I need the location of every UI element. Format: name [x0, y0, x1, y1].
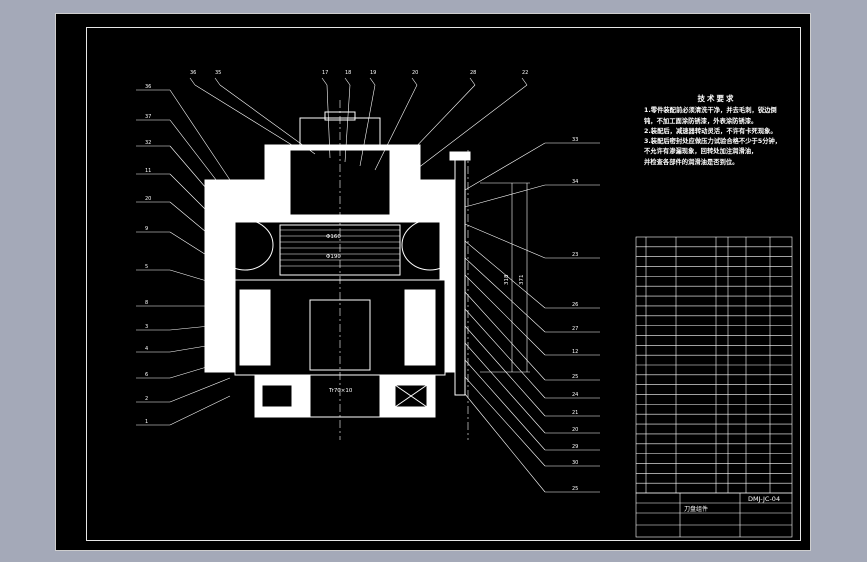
callout-right-24: 24 — [572, 392, 578, 398]
dimension-d1: Φ160 — [326, 234, 341, 240]
callout-right-23: 23 — [572, 252, 578, 258]
bom-table — [635, 236, 793, 494]
callout-left-4: 4 — [145, 346, 148, 352]
dimension-d3: Φ234 — [242, 306, 257, 312]
drawing-border — [86, 27, 801, 541]
callout-left-11: 11 — [145, 168, 151, 174]
callout-right-25: 25 — [572, 374, 578, 380]
callout-top-36: 36 — [190, 70, 196, 76]
callout-right-29: 29 — [572, 444, 578, 450]
callout-top-22: 22 — [522, 70, 528, 76]
title-block — [635, 492, 793, 538]
callout-right-21: 21 — [572, 410, 578, 416]
tech-line-6: 并检查各部件的润滑油是否到位。 — [644, 158, 739, 166]
callout-right-33: 33 — [572, 137, 578, 143]
callout-left-20: 20 — [145, 196, 151, 202]
callout-top-35: 35 — [215, 70, 221, 76]
technical-requirements: 技术要求 1.零件装配前必须清洗干净，并去毛刺，锐边倒 钝，不加工面涂防锈漆，外… — [644, 94, 789, 168]
callout-left-37: 37 — [145, 114, 151, 120]
callout-top-20: 20 — [412, 70, 418, 76]
callout-left-5: 5 — [145, 264, 148, 270]
callout-left-6: 6 — [145, 372, 148, 378]
leader-lines — [136, 77, 600, 493]
assembly-section — [204, 100, 471, 440]
callout-top-18: 18 — [345, 70, 351, 76]
callout-right-27: 27 — [572, 326, 578, 332]
dimension-d4: Φ260 — [242, 336, 257, 342]
callout-right-26: 26 — [572, 302, 578, 308]
dimension-h1: 318 — [504, 274, 510, 285]
tech-line-3: 2.装配后，减速器转动灵活，不许有卡死现象。 — [644, 127, 777, 135]
tech-title: 技术要求 — [697, 94, 736, 103]
callout-right-20: 20 — [572, 427, 578, 433]
callout-right-25: 25 — [572, 486, 578, 492]
callout-top-28: 28 — [470, 70, 476, 76]
dimension-d2: Φ190 — [326, 254, 341, 260]
callout-left-8: 8 — [145, 300, 148, 306]
callout-left-32: 32 — [145, 140, 151, 146]
callout-right-12: 12 — [572, 349, 578, 355]
tech-line-5: 不允许有渗漏现象，回转处加注润滑油， — [644, 148, 758, 156]
tech-line-4: 3.装配后密封处应做压力试验合格不少于5分钟， — [644, 138, 782, 146]
dimension-h2: 371 — [519, 275, 525, 286]
drawing-number: DMJ-JC-04 — [748, 495, 780, 503]
callout-left-2: 2 — [145, 396, 148, 402]
tech-line-2: 钝，不加工面涂防锈漆，外表涂防锈漆。 — [644, 117, 758, 125]
callout-top-17: 17 — [322, 70, 328, 76]
callout-top-19: 19 — [370, 70, 376, 76]
tech-line-1: 1.零件装配前必须清洗干净，并去毛刺，锐边倒 — [644, 107, 777, 115]
dimension-d5: Tr70×10 — [328, 388, 353, 394]
part-name: 刀盘组件 — [684, 505, 708, 513]
callout-left-9: 9 — [145, 226, 148, 232]
callout-left-36: 36 — [145, 84, 151, 90]
callout-right-34: 34 — [572, 179, 578, 185]
callout-right-30: 30 — [572, 460, 578, 466]
callout-left-3: 3 — [145, 324, 148, 330]
callout-left-1: 1 — [145, 419, 148, 425]
